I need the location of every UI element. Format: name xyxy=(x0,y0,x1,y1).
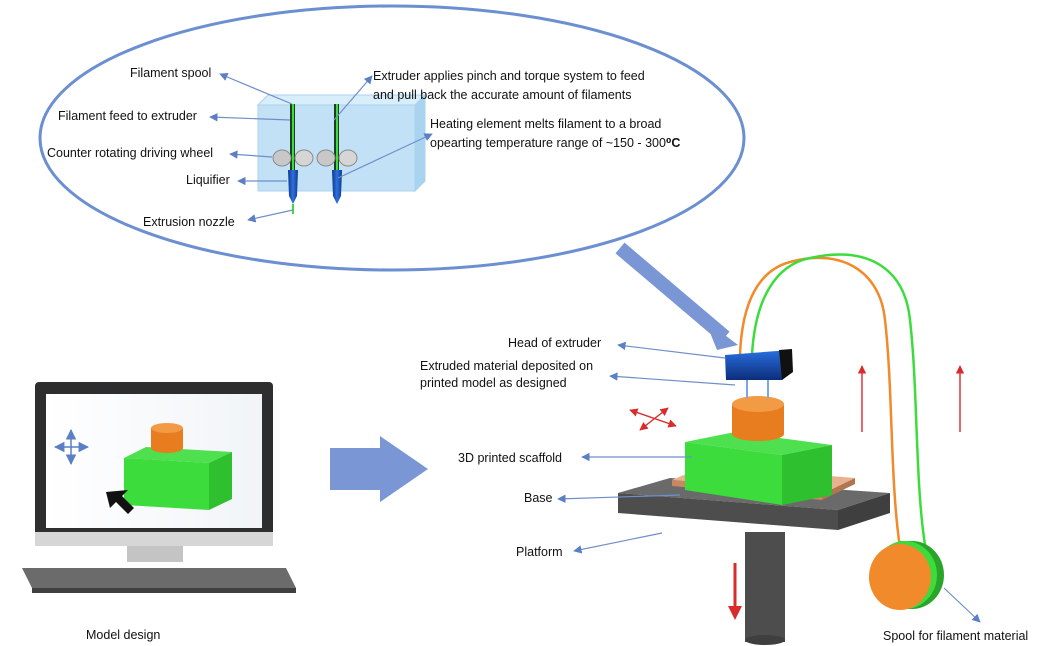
label-extruder-pinch-2: and pull back the accurate amount of fil… xyxy=(373,88,632,102)
label-base: Base xyxy=(524,491,553,505)
label-driving-wheel: Counter rotating driving wheel xyxy=(47,146,214,160)
motion-arrows xyxy=(629,365,965,432)
screen-model xyxy=(124,423,232,510)
label-heating-1: Heating element melts filament to a broa… xyxy=(430,117,662,131)
label-head-of-extruder: Head of extruder xyxy=(508,336,602,350)
label-extruder-pinch-1: Extruder applies pinch and torque system… xyxy=(373,69,645,83)
extruder-head xyxy=(725,349,793,398)
label-filament-spool: Filament spool xyxy=(130,66,212,80)
nozzle-left xyxy=(288,170,298,204)
printer-leaders xyxy=(557,341,981,623)
label-liquifier: Liquifier xyxy=(186,173,230,187)
printed-cylinder xyxy=(732,396,784,441)
label-heating-unit: ⁰C xyxy=(665,136,681,150)
label-heating-2: opearting temperature range of ~150 - 30… xyxy=(430,136,680,151)
label-model-design: Model design xyxy=(86,628,161,642)
move-cursor-icon xyxy=(53,428,90,466)
driving-wheels xyxy=(272,149,358,167)
platform-stand xyxy=(745,532,785,642)
label-spool: Spool for filament material xyxy=(883,629,1029,643)
label-extruded-2: printed model as designed xyxy=(420,376,567,390)
label-platform: Platform xyxy=(516,545,563,559)
process-arrow xyxy=(330,436,428,502)
label-filament-feed: Filament feed to extruder xyxy=(58,109,197,123)
label-heating-text: opearting temperature range of ~150 - 30… xyxy=(430,136,666,150)
pointer-icon xyxy=(106,490,134,514)
label-extrusion-nozzle: Extrusion nozzle xyxy=(143,215,235,229)
label-scaffold: 3D printed scaffold xyxy=(458,451,562,465)
nozzle-right xyxy=(332,170,342,204)
down-arrow xyxy=(728,563,742,620)
label-extruded-1: Extruded material deposited on xyxy=(420,359,594,373)
callout-leaders xyxy=(209,73,433,223)
scaffold xyxy=(685,432,832,505)
filament-paths xyxy=(738,253,927,549)
filament-spool xyxy=(869,541,944,610)
